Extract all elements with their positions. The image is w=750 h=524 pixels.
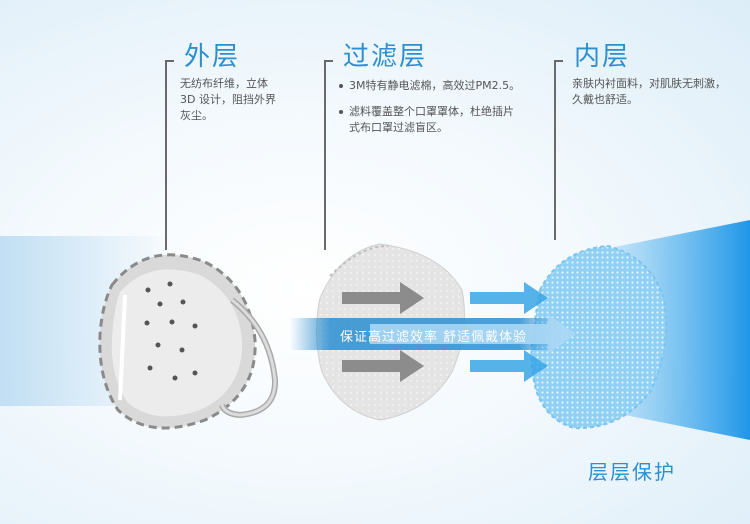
inner-layer-line: 久戴也舒适。 (572, 93, 638, 106)
filter-layer-leader (324, 60, 333, 250)
inner-layer-desc: 亲肤内衬面料，对肌肤无刺激， 久戴也舒适。 (572, 76, 726, 108)
footer-slogan: 层层保护 (588, 460, 676, 484)
filter-bullet-1: 3M特有静电滤棉，高效过PM2.5。 (339, 78, 520, 94)
outer-layer-title: 外层 (184, 42, 241, 72)
blue-arrows (470, 282, 548, 382)
inner-layer-title: 内层 (574, 42, 631, 72)
inner-layer-leader (554, 60, 563, 240)
benefit-band-text: 保证高过滤效率 舒适佩戴体验 (340, 330, 528, 345)
gray-arrows (342, 282, 424, 382)
filter-layer-title: 过滤层 (343, 42, 428, 72)
outer-layer-line: 3D 设计，阻挡外界 (180, 93, 276, 106)
filter-bullet-2-line: 滤料覆盖整个口罩罩体，杜绝插片 (349, 105, 514, 118)
filter-bullet-2: 滤料覆盖整个口罩罩体，杜绝插片 式布口罩过滤盲区。 (339, 104, 520, 136)
outer-layer-line: 灰尘。 (180, 109, 213, 122)
filter-layer-desc: 3M特有静电滤棉，高效过PM2.5。 滤料覆盖整个口罩罩体，杜绝插片 式布口罩过… (339, 78, 520, 136)
outer-layer-line: 无纺布纤维，立体 (180, 77, 268, 90)
filter-bullet-1-line: 3M特有静电滤棉，高效过PM2.5。 (349, 79, 521, 92)
filter-bullet-2-line: 式布口罩过滤盲区。 (349, 121, 448, 134)
center-arrow (370, 314, 576, 354)
outer-layer-mask (98, 253, 279, 430)
inner-layer-line: 亲肤内衬面料，对肌肤无刺激， (572, 77, 726, 90)
outer-layer-desc: 无纺布纤维，立体 3D 设计，阻挡外界 灰尘。 (180, 76, 276, 124)
outer-layer-leader (165, 60, 174, 250)
